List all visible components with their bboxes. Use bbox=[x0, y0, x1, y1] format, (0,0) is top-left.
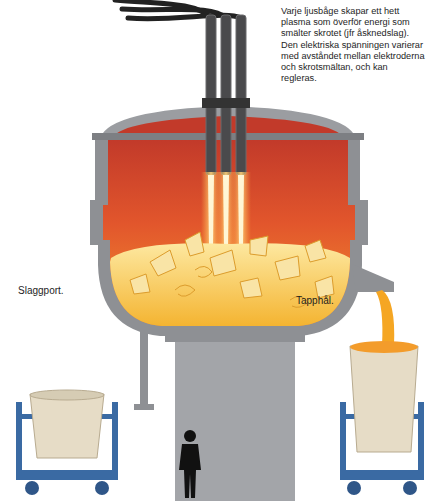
scrap-pieces bbox=[130, 232, 334, 307]
tap-spout bbox=[352, 264, 394, 292]
part-label: Tapphål. bbox=[296, 295, 334, 307]
person-silhouette bbox=[179, 430, 201, 498]
right-ladle-cart bbox=[340, 341, 424, 495]
support-base bbox=[134, 404, 154, 410]
left-ladle-cart bbox=[16, 390, 118, 495]
support-column bbox=[140, 330, 148, 408]
electrodes bbox=[202, 15, 250, 175]
tap-stream bbox=[376, 290, 394, 346]
pedestal-top bbox=[165, 330, 305, 342]
part-label: Slaggport. bbox=[18, 285, 64, 297]
caption-note: Varje ljusbåge skapar ett hett plasma so… bbox=[281, 6, 426, 85]
pedestal bbox=[175, 336, 295, 501]
electric-arcs bbox=[201, 172, 251, 248]
